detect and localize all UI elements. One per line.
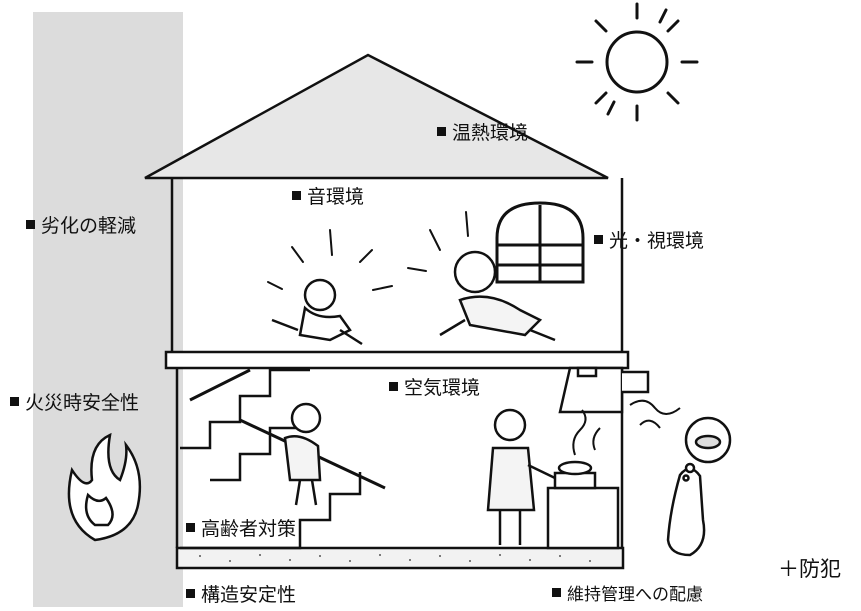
elderly-person [283, 402, 322, 506]
label-iji: 維持管理への配慮 [552, 580, 703, 605]
label-text: 維持管理への配慮 [567, 585, 703, 605]
floor-slab [164, 350, 630, 370]
thought-bubble [682, 416, 732, 482]
label-bouhan: ＋防犯 [778, 557, 841, 581]
child-left [271, 278, 363, 346]
stairs [180, 368, 362, 550]
fire-icon [67, 432, 142, 542]
sun-icon [575, 2, 699, 122]
label-onnetsu: 温熱環境 [437, 118, 528, 145]
foundation [175, 546, 625, 570]
bullet-square [26, 220, 35, 229]
bullet-square [292, 191, 301, 200]
dog [666, 467, 706, 557]
label-hikari: 光・視環境 [594, 226, 704, 253]
bullet-square [437, 127, 446, 136]
label-rekka: 劣化の軽減 [26, 211, 136, 238]
label-text: 構造安定性 [201, 584, 297, 606]
range-hood [558, 366, 624, 414]
roof [144, 53, 609, 180]
bullet-square [10, 397, 19, 406]
vent-pipe [622, 370, 650, 394]
label-kuuki: 空気環境 [389, 373, 480, 400]
label-text: 音環境 [307, 186, 365, 208]
noise-lines [267, 211, 469, 291]
cook-person [486, 408, 556, 545]
bullet-square [389, 382, 398, 391]
bullet-square [186, 523, 195, 532]
label-text: 高齢者対策 [201, 518, 297, 540]
smell-lines [629, 399, 681, 429]
stove [546, 460, 620, 550]
bullet-square [594, 235, 603, 244]
label-oto: 音環境 [292, 182, 364, 209]
label-kaji: 火災時安全性 [10, 388, 139, 415]
label-text: 劣化の軽減 [41, 215, 137, 237]
label-text: 光・視環境 [609, 230, 705, 252]
label-text: 空気環境 [404, 377, 481, 399]
label-kouzou: 構造安定性 [186, 580, 296, 607]
child-right [439, 250, 556, 342]
label-text: 火災時安全性 [25, 392, 140, 414]
steam [572, 409, 601, 456]
foundation-dots [199, 554, 591, 562]
bullet-square [552, 588, 561, 597]
label-text: 温熱環境 [452, 122, 529, 144]
window [495, 201, 585, 284]
bullet-square [186, 589, 195, 598]
label-koureisha: 高齢者対策 [186, 514, 296, 541]
